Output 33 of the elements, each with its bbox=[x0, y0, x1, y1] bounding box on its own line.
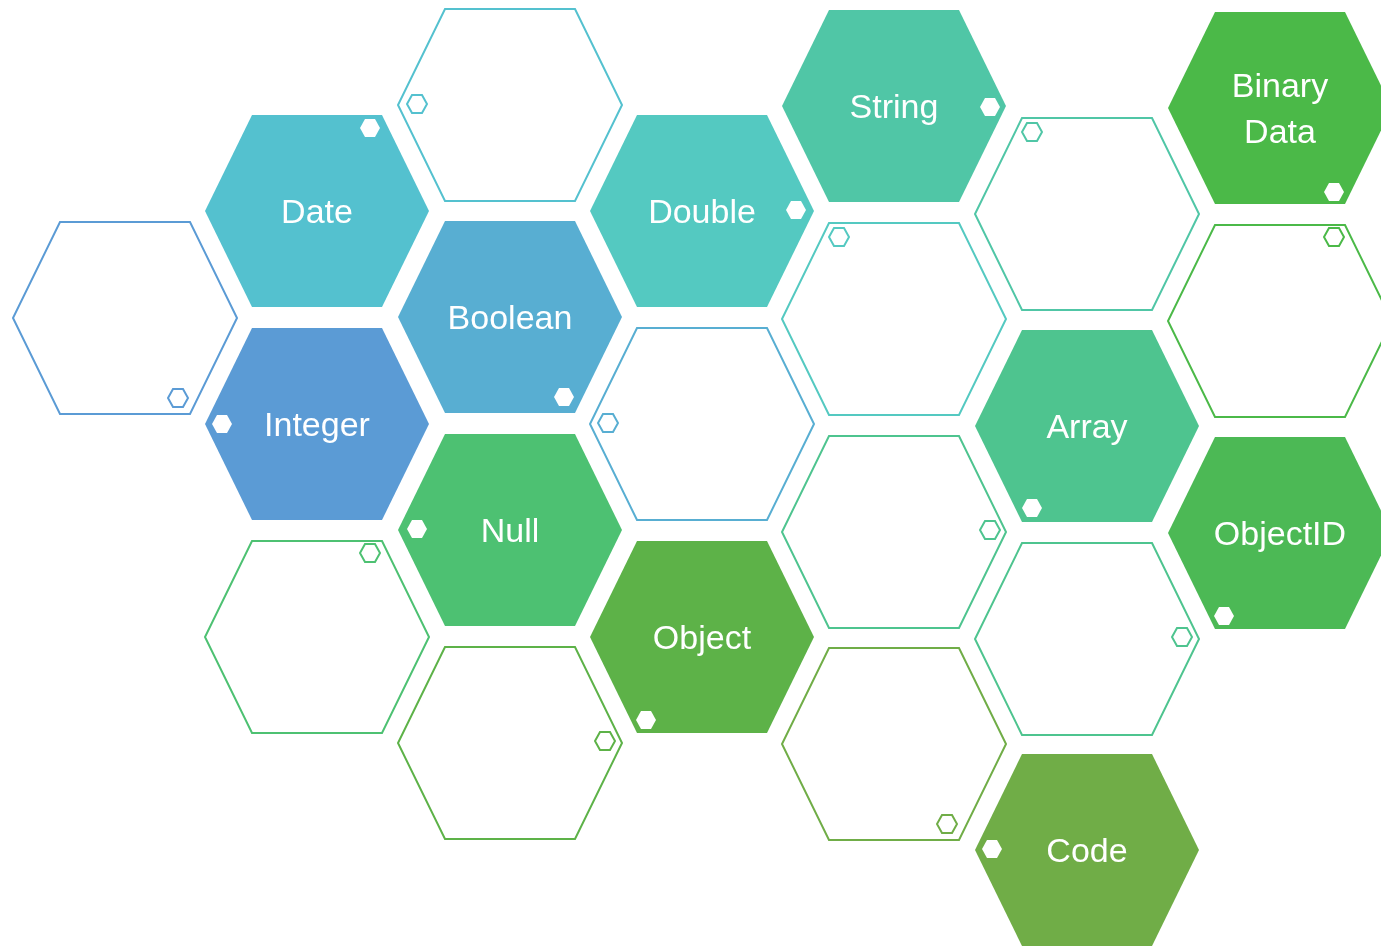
hexagon bbox=[589, 114, 815, 308]
hexagon bbox=[397, 646, 623, 840]
hexagon bbox=[1167, 11, 1381, 205]
hexagon bbox=[589, 540, 815, 734]
hexagon bbox=[974, 542, 1200, 736]
hexagon-label: Object bbox=[652, 617, 752, 658]
hexagon bbox=[204, 327, 430, 521]
hexagon bbox=[781, 647, 1007, 841]
hexagon-label: ObjectID bbox=[1213, 513, 1347, 554]
hexagon bbox=[1167, 224, 1381, 418]
hexagon-label: Code bbox=[1046, 830, 1128, 871]
hexagon-label: Integer bbox=[264, 404, 370, 445]
hexagon bbox=[12, 221, 238, 415]
hexagon-label: Date bbox=[281, 191, 353, 232]
hexagon-label: Boolean bbox=[447, 297, 573, 338]
hexagon-label: Array bbox=[1046, 406, 1128, 447]
hexagon bbox=[204, 114, 430, 308]
hexagon bbox=[397, 220, 623, 414]
hexagon bbox=[781, 222, 1007, 416]
hexagon-label: Binary Data bbox=[1230, 65, 1330, 152]
hexagon-label: Double bbox=[648, 191, 756, 232]
hexagon-label: Null bbox=[480, 510, 540, 551]
hexagon bbox=[397, 433, 623, 627]
hexagon bbox=[1167, 436, 1381, 630]
hexagon bbox=[974, 753, 1200, 947]
hexagon bbox=[589, 327, 815, 521]
hexagon bbox=[781, 435, 1007, 629]
hexagon bbox=[781, 9, 1007, 203]
hexagon bbox=[974, 117, 1200, 311]
hexagon bbox=[204, 540, 430, 734]
hexagon-label: String bbox=[849, 86, 939, 127]
hexagon bbox=[397, 8, 623, 202]
hexagon bbox=[974, 329, 1200, 523]
